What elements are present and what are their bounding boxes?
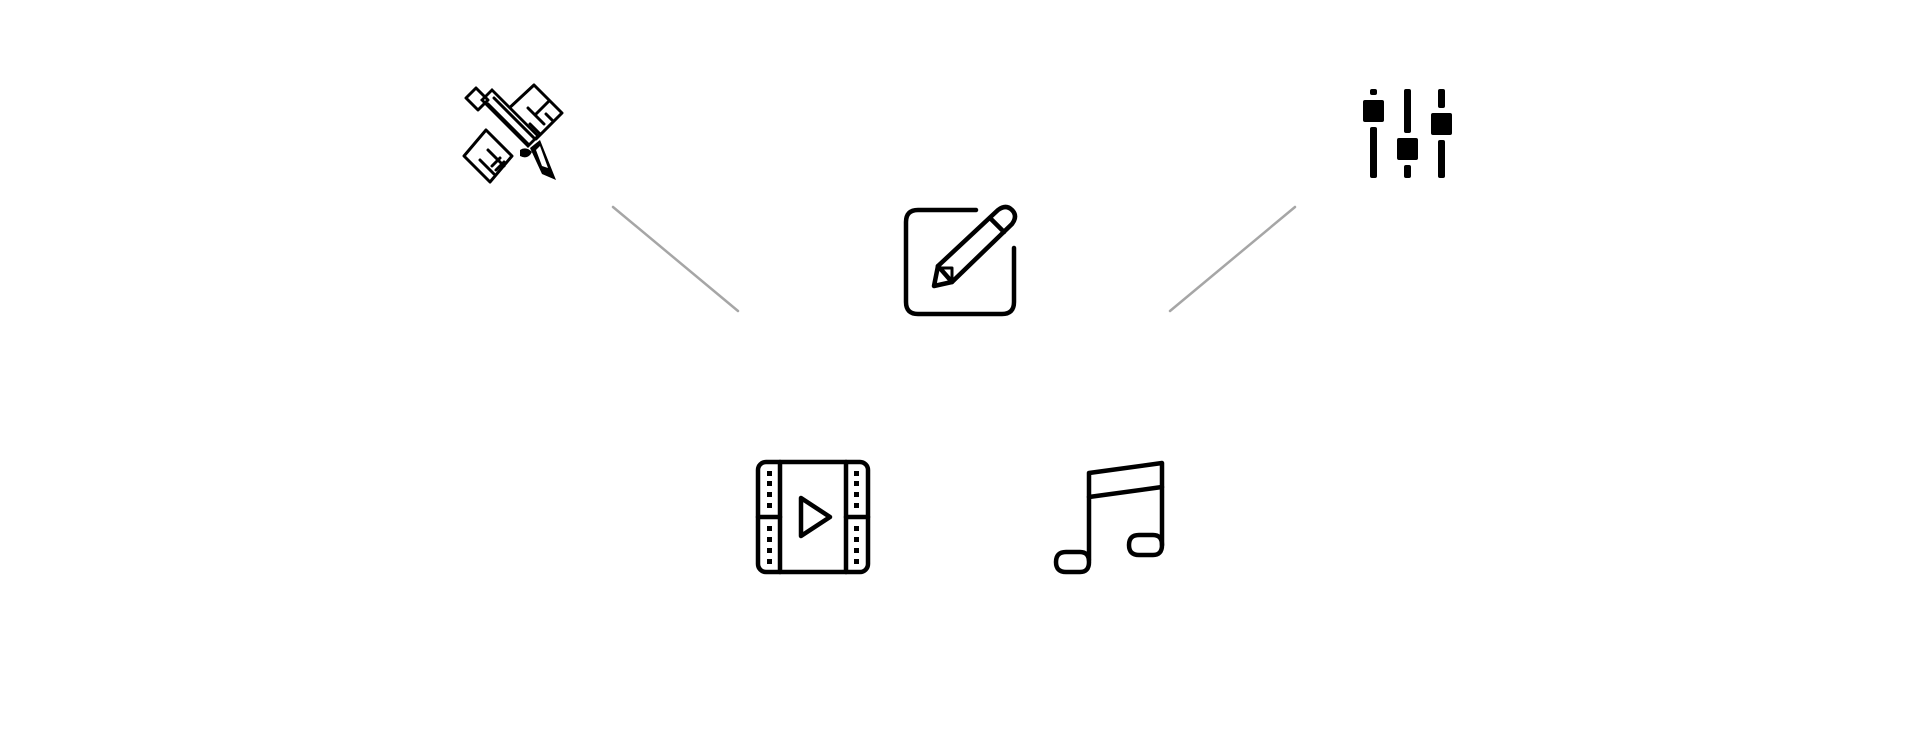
connector-mixer-edit (1168, 205, 1297, 313)
film-play-icon (755, 459, 871, 575)
music-note-icon (1053, 460, 1165, 575)
connector-satellite-edit (611, 205, 740, 313)
sliders-icon (1363, 89, 1452, 178)
edit-icon (903, 204, 1018, 317)
satellite-icon (462, 83, 564, 184)
